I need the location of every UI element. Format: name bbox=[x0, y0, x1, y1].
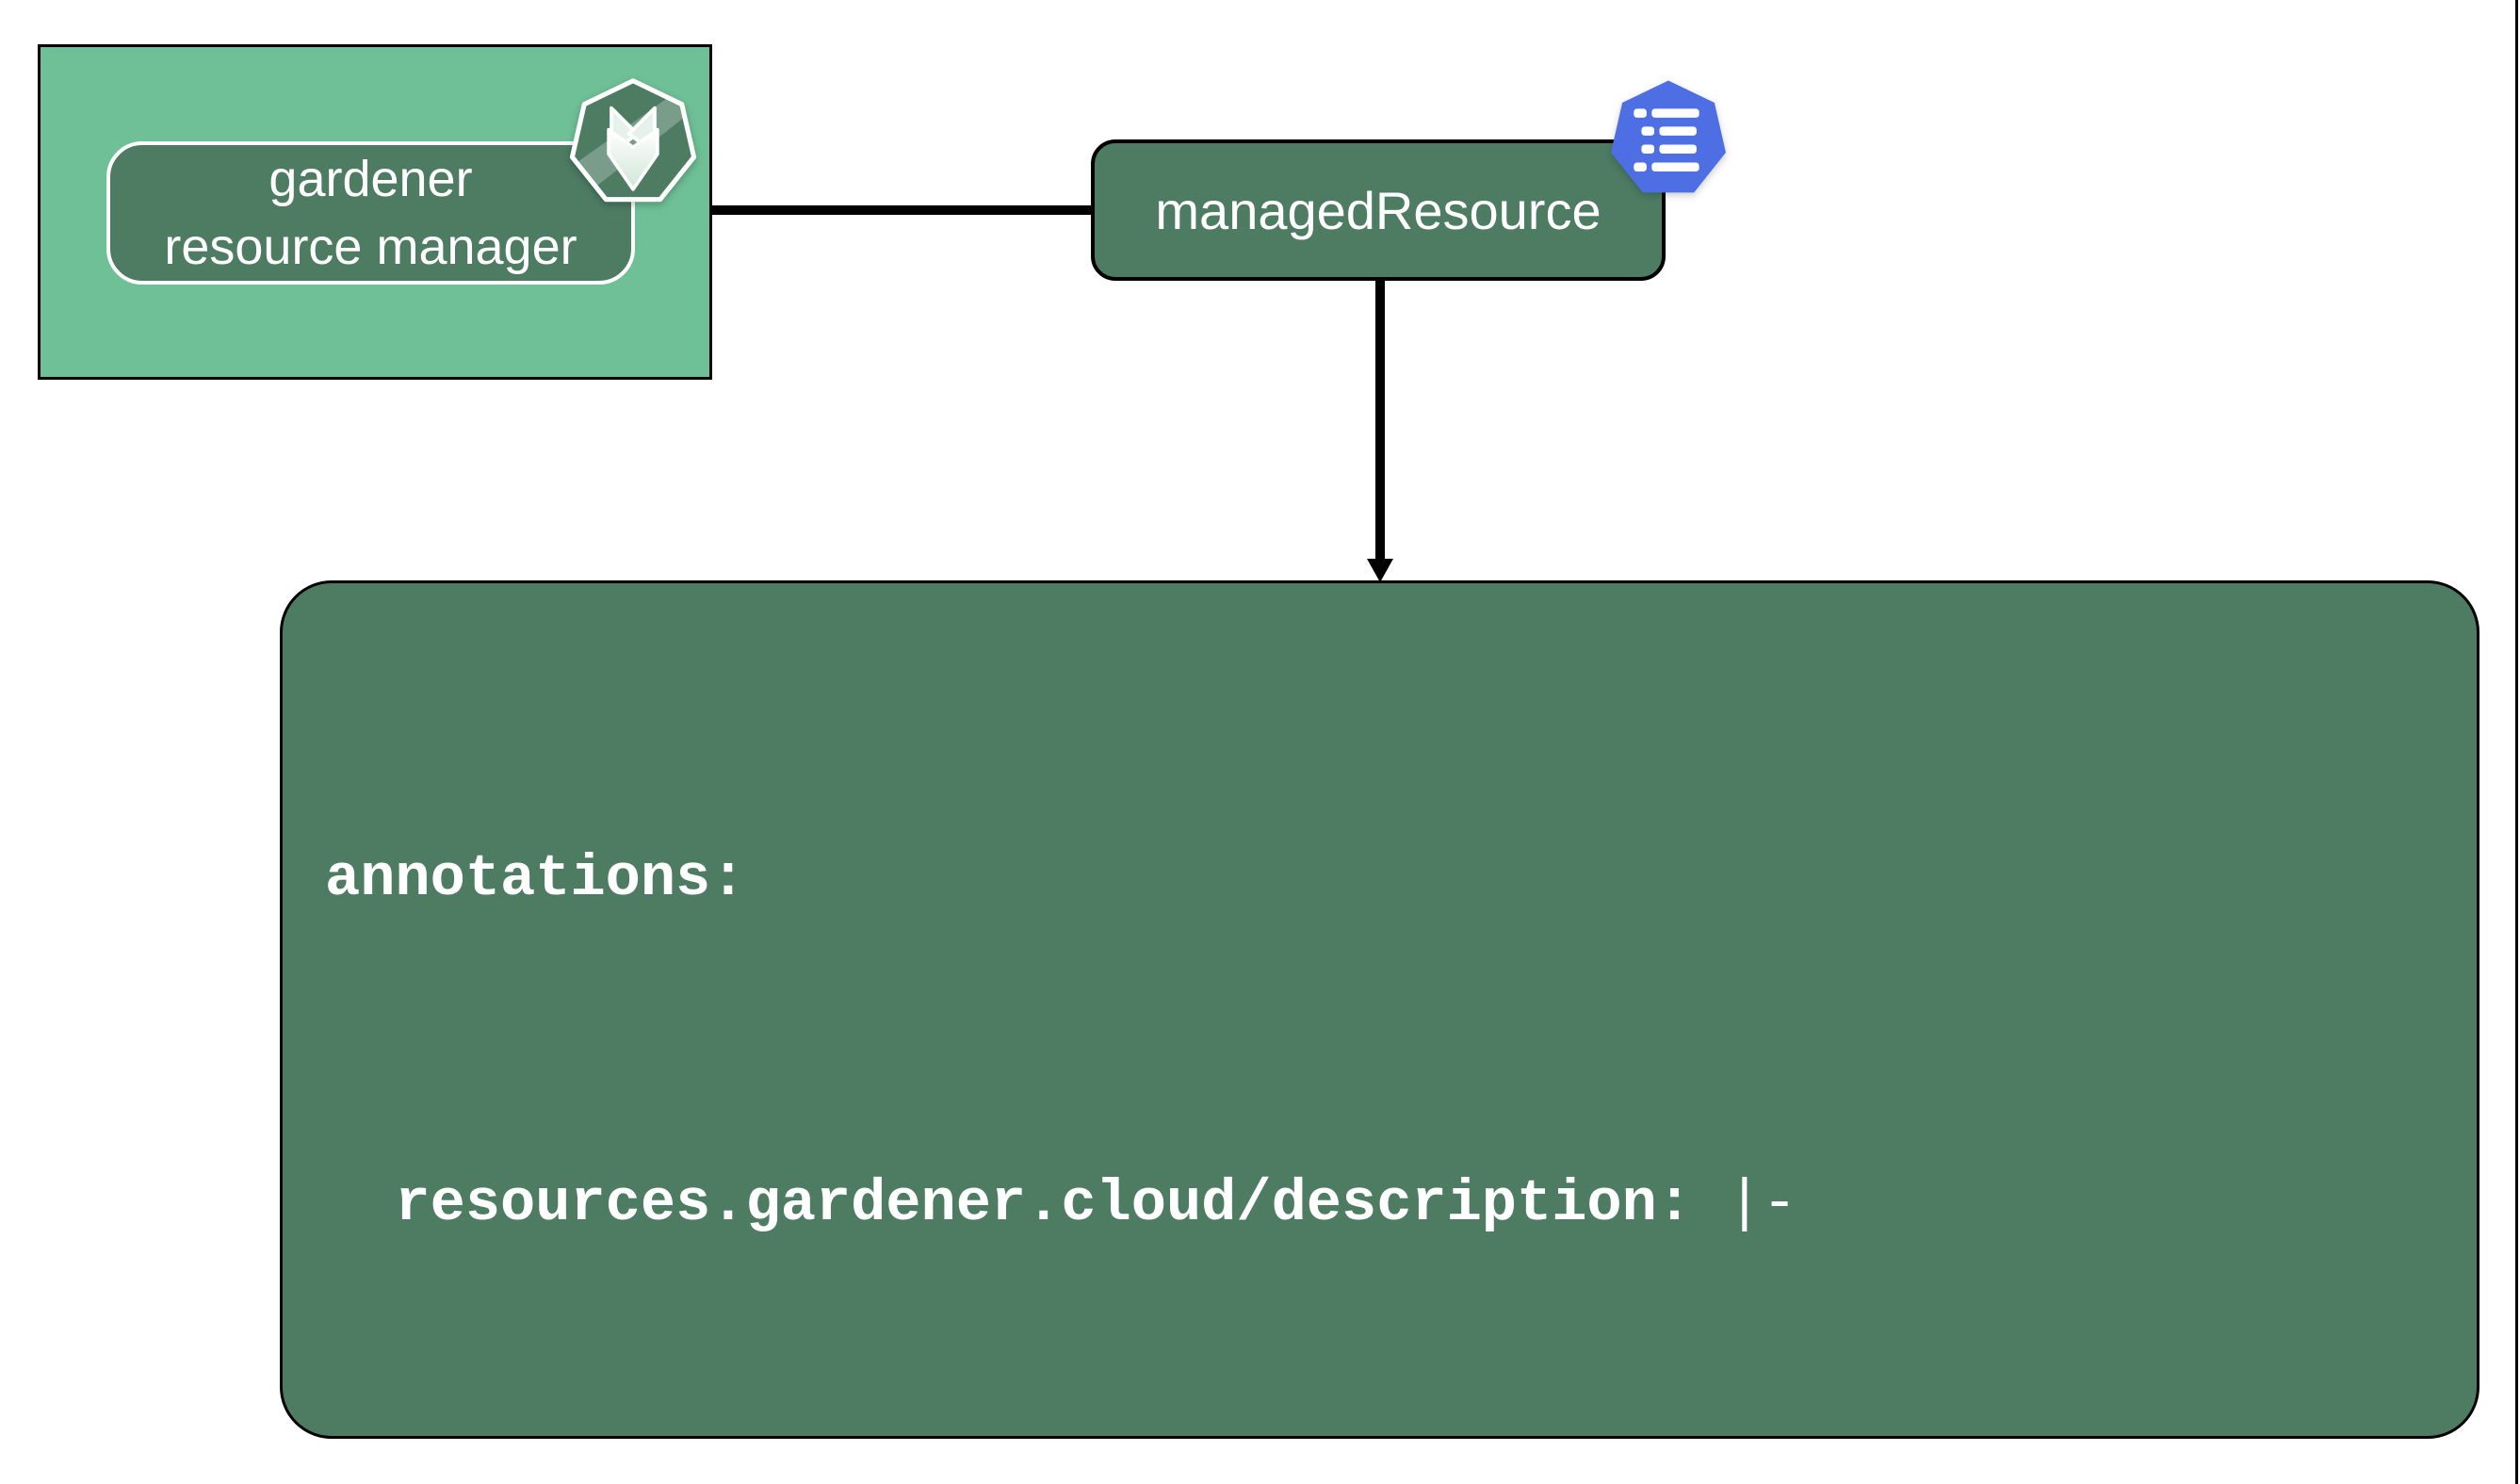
gardener-flower-heptagon-icon bbox=[569, 78, 697, 203]
managed-resource-label: managedResource bbox=[1155, 180, 1601, 240]
annotations-yaml-box bbox=[280, 580, 2479, 1439]
gardener-resource-manager-box: gardener resource manager bbox=[106, 141, 635, 285]
arrowhead-down-icon bbox=[1367, 559, 1393, 582]
yaml-line-annotations: annotations: bbox=[325, 845, 746, 912]
yaml-line-description-key: resources.gardener.cloud/description: |- bbox=[395, 1170, 1797, 1237]
resource-list-heptagon-icon bbox=[1611, 80, 1726, 193]
gardener-resource-manager-label-line1: gardener bbox=[268, 151, 473, 207]
managed-resource-box: managedResource bbox=[1091, 139, 1666, 281]
connector-line-vertical bbox=[1375, 279, 1385, 561]
gardener-resource-manager-label-line2: resource manager bbox=[164, 219, 577, 275]
yaml-code-block: annotations: resources.gardener.cloud/de… bbox=[325, 608, 2218, 1484]
canvas-right-edge-line bbox=[2515, 0, 2518, 1484]
yaml-line-body-1: DO NOT EDIT - This resource is managed b… bbox=[325, 1475, 2218, 1484]
connector-line-horizontal bbox=[712, 205, 1093, 215]
